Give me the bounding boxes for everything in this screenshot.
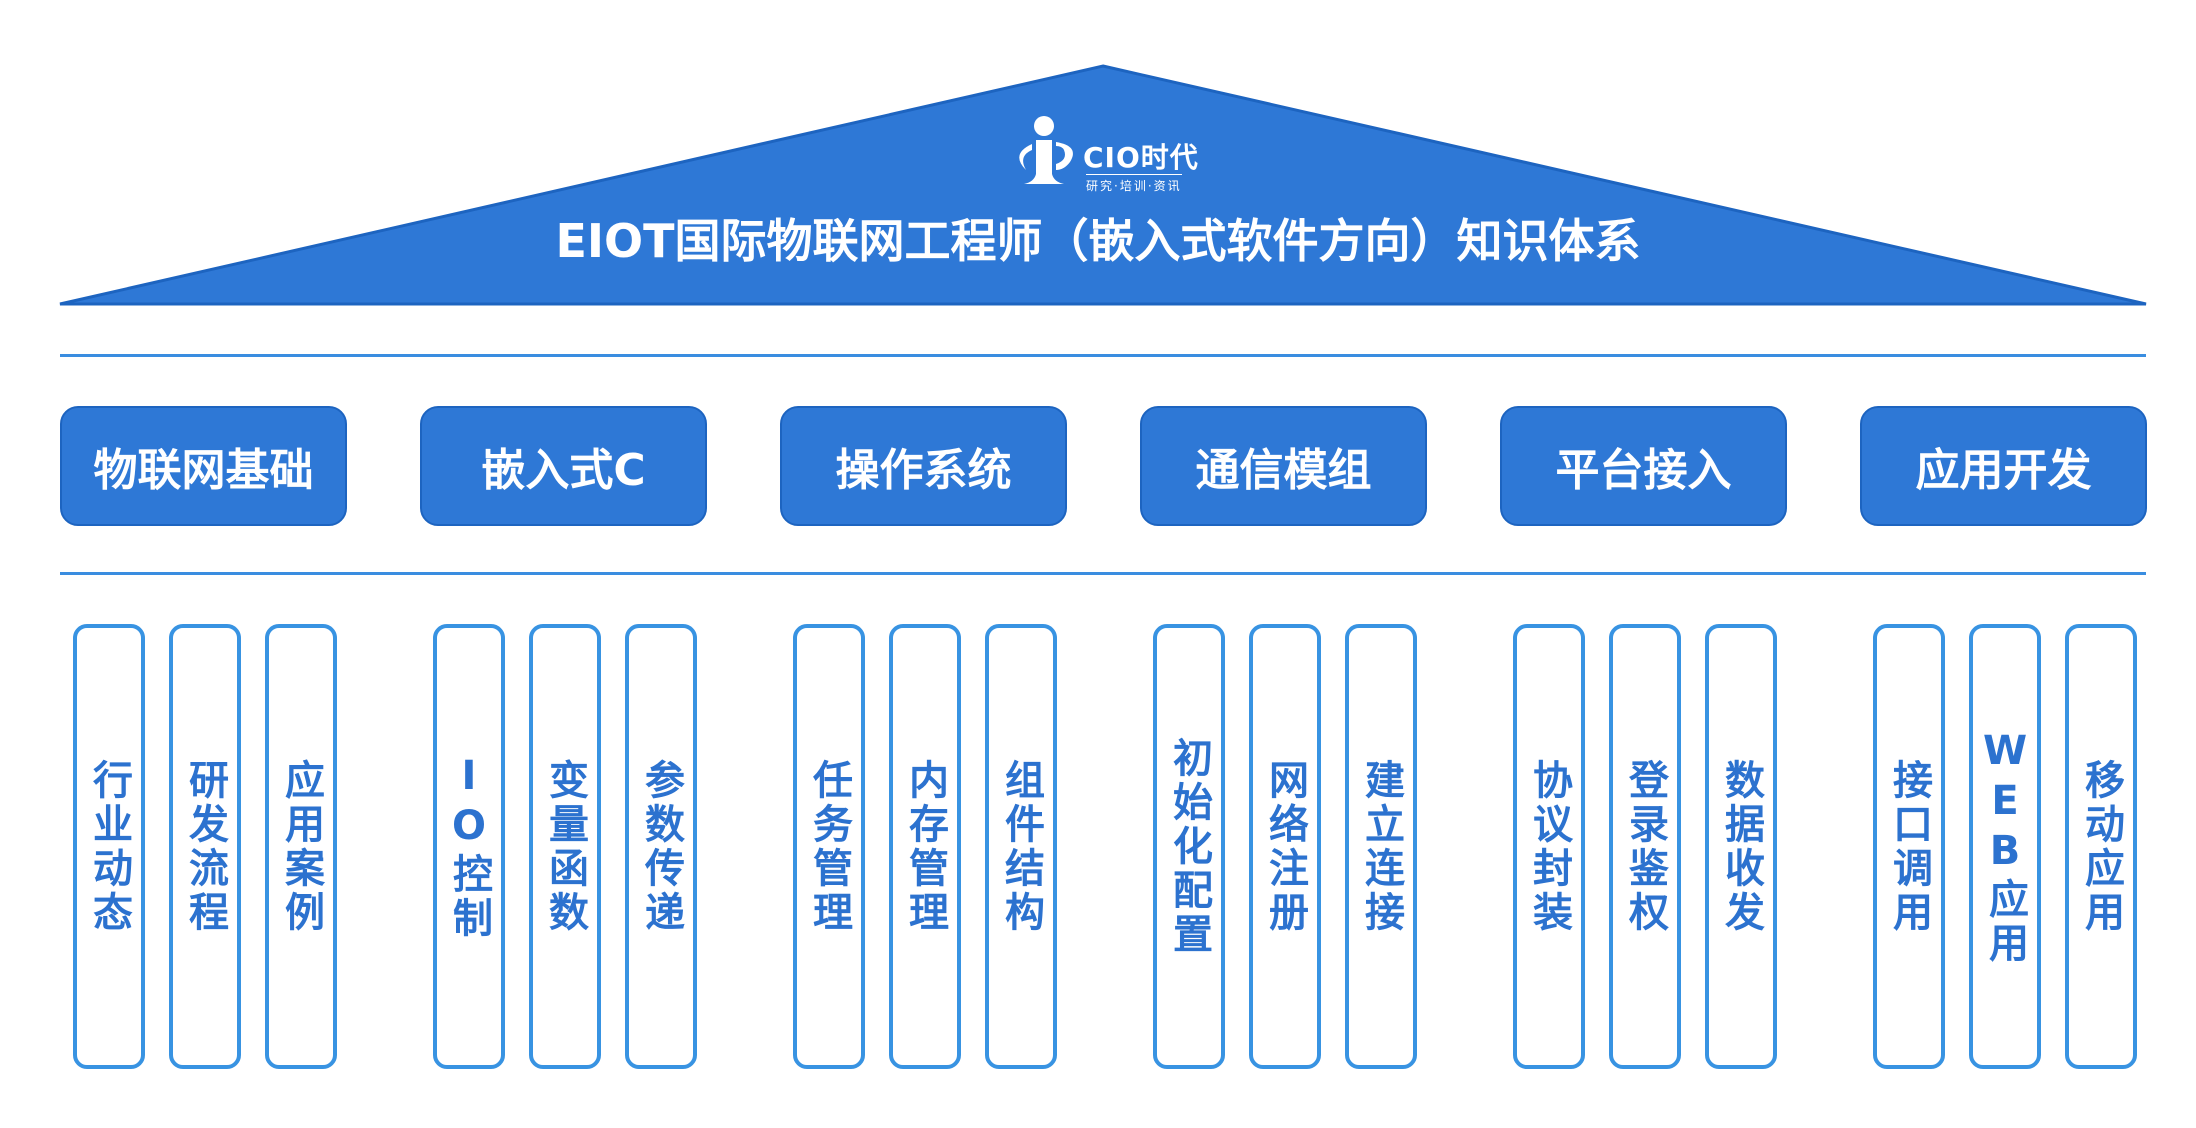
topic-label: 行业动态	[86, 758, 132, 935]
category-box: 应用开发	[1860, 406, 2147, 526]
topic-label: 建立连接	[1358, 758, 1404, 935]
category-box: 平台接入	[1500, 406, 1787, 526]
topic-label: 任务管理	[806, 758, 852, 935]
cio-logo: CIO时代 研究·培训·资讯	[1008, 114, 1208, 194]
topic-pillar: 应用案例	[265, 624, 337, 1069]
topic-pillar: 参数传递	[625, 624, 697, 1069]
logo-brand: CIO时代	[1083, 141, 1199, 174]
topic-label: 初始化配置	[1166, 736, 1212, 957]
topic-label: 应用案例	[278, 758, 324, 935]
topic-label: 协议封装	[1526, 758, 1572, 935]
topic-pillar: 协议封装	[1513, 624, 1585, 1069]
topic-pillar: 初始化配置	[1153, 624, 1225, 1069]
topic-label: 变量函数	[542, 758, 588, 935]
divider-top	[60, 354, 2146, 357]
topic-pillar: 任务管理	[793, 624, 865, 1069]
topic-label: WEB应用	[1982, 727, 2028, 966]
topic-pillar: 接口调用	[1873, 624, 1945, 1069]
topic-label: 网络注册	[1262, 758, 1308, 935]
topic-pillar: 研发流程	[169, 624, 241, 1069]
logo-mark-icon	[1019, 116, 1073, 184]
topic-label: 组件结构	[998, 758, 1044, 935]
topic-pillar: 变量函数	[529, 624, 601, 1069]
page-title: EIOT国际物联网工程师（嵌入式软件方向）知识体系	[555, 214, 1641, 268]
topic-pillar: 登录鉴权	[1609, 624, 1681, 1069]
topic-pillar: 行业动态	[73, 624, 145, 1069]
topic-pillar: 数据收发	[1705, 624, 1777, 1069]
roof-shape	[59, 64, 2147, 306]
topic-label: 研发流程	[182, 758, 228, 935]
category-box: 嵌入式C	[420, 406, 707, 526]
topic-label: IO控制	[446, 752, 492, 941]
topic-pillar: IO控制	[433, 624, 505, 1069]
topic-pillar: 移动应用	[2065, 624, 2137, 1069]
divider-bottom	[60, 572, 2146, 575]
topic-label: 数据收发	[1718, 758, 1764, 935]
topic-label: 参数传递	[638, 758, 684, 935]
topic-label: 移动应用	[2078, 758, 2124, 935]
topic-pillar: 网络注册	[1249, 624, 1321, 1069]
topic-pillar: 建立连接	[1345, 624, 1417, 1069]
logo-tagline: 研究·培训·资讯	[1086, 174, 1182, 194]
topic-pillar: WEB应用	[1969, 624, 2041, 1069]
topic-label: 内存管理	[902, 758, 948, 935]
topic-label: 登录鉴权	[1622, 758, 1668, 935]
category-box: 物联网基础	[60, 406, 347, 526]
topic-pillar: 组件结构	[985, 624, 1057, 1069]
topic-pillar: 内存管理	[889, 624, 961, 1069]
category-box: 操作系统	[780, 406, 1067, 526]
topic-label: 接口调用	[1886, 758, 1932, 935]
category-box: 通信模组	[1140, 406, 1427, 526]
